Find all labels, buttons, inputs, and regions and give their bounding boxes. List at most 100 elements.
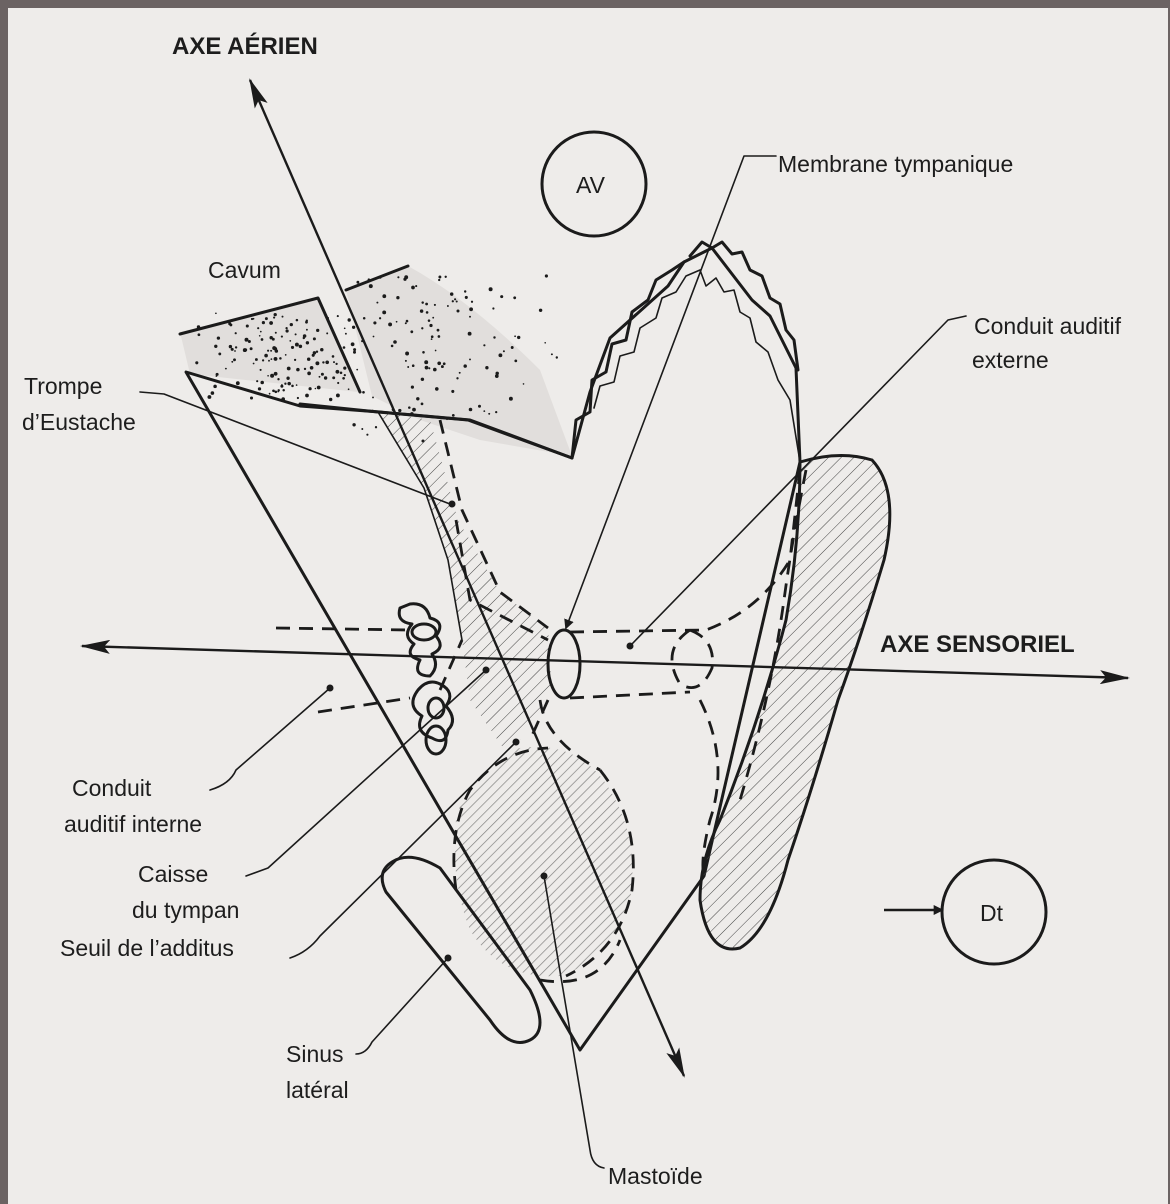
- stipple-dot: [425, 366, 429, 370]
- stipple-dot: [282, 389, 284, 391]
- stipple-dot: [375, 426, 377, 428]
- stipple-dot: [469, 316, 471, 318]
- stipple-dot: [493, 336, 495, 338]
- stipple-dot: [556, 356, 558, 358]
- stipple-dot: [492, 307, 494, 309]
- stipple-dot: [272, 389, 275, 392]
- stipple-dot: [333, 361, 335, 363]
- stipple-dot: [269, 321, 273, 325]
- stipple-dot: [268, 360, 270, 362]
- stipple-dot: [431, 335, 434, 338]
- stipple-dot: [495, 411, 497, 413]
- stipple-dot: [265, 317, 268, 320]
- stipple-dot: [320, 348, 323, 351]
- stipple-dot: [514, 335, 516, 337]
- stipple-dot: [513, 296, 516, 299]
- stipple-dot: [353, 348, 356, 351]
- stipple-dot: [500, 295, 503, 298]
- stipple-dot: [244, 348, 247, 351]
- stipple-dot: [376, 302, 378, 304]
- conduit-interne-label-2: auditif interne: [64, 811, 202, 837]
- stipple-dot: [441, 365, 444, 368]
- stipple-dot: [422, 351, 425, 354]
- stipple-dot: [231, 348, 234, 351]
- stipple-dot: [421, 378, 424, 381]
- stipple-dot: [445, 276, 447, 278]
- stipple-dot: [503, 350, 505, 352]
- caisse-label-1: Caisse: [138, 861, 208, 887]
- stipple-dot: [438, 335, 441, 338]
- stipple-dot: [217, 336, 220, 339]
- stipple-dot: [433, 368, 437, 372]
- stipple-dot: [335, 363, 337, 365]
- stipple-dot: [435, 387, 439, 391]
- stipple-dot: [236, 381, 240, 385]
- stipple-dot: [264, 354, 268, 358]
- stipple-dot: [261, 338, 264, 341]
- stipple-dot: [297, 397, 299, 399]
- stipple-dot: [431, 338, 433, 340]
- seuil-additus-label: Seuil de l’additus: [60, 935, 234, 961]
- membrane-tympanique-label: Membrane tympanique: [778, 151, 1013, 177]
- stipple-dot: [218, 352, 221, 355]
- stipple-dot: [388, 322, 392, 326]
- stipple-dot: [428, 367, 430, 369]
- stipple-dot: [336, 393, 340, 397]
- stipple-dot: [369, 284, 373, 288]
- stipple-dot: [295, 333, 297, 335]
- stipple-dot: [424, 360, 428, 364]
- stipple-dot: [285, 327, 287, 329]
- stipple-dot: [248, 340, 251, 343]
- stipple-dot: [284, 383, 286, 385]
- stipple-dot: [325, 360, 329, 364]
- stipple-dot: [286, 329, 289, 332]
- stipple-dot: [485, 366, 488, 369]
- stipple-dot: [287, 382, 291, 386]
- stipple-dot: [463, 364, 466, 367]
- stipple-dot: [352, 326, 355, 329]
- stipple-dot: [332, 376, 335, 379]
- stipple-dot: [483, 410, 485, 412]
- stipple-dot: [393, 340, 397, 344]
- stipple-dot: [270, 350, 272, 352]
- stipple-dot: [372, 396, 374, 398]
- stipple-dot: [229, 345, 232, 348]
- stipple-dot: [362, 391, 365, 394]
- stipple-dot: [498, 353, 502, 357]
- air-axis-label: AXE AÉRIEN: [172, 32, 318, 60]
- stipple-dot: [316, 350, 318, 352]
- stipple-dot: [465, 296, 468, 299]
- stipple-dot: [344, 374, 346, 376]
- stipple-dot: [450, 292, 453, 295]
- stipple-dot: [270, 374, 274, 378]
- stipple-dot: [404, 275, 408, 279]
- stipple-dot: [321, 373, 324, 376]
- stipple-dot: [231, 361, 233, 363]
- stipple-dot: [405, 322, 407, 324]
- av-label: AV: [576, 172, 606, 198]
- stipple-dot: [195, 361, 198, 364]
- stipple-dot: [262, 321, 265, 324]
- stipple-dot: [299, 345, 302, 348]
- stipple-dot: [250, 396, 253, 399]
- stipple-dot: [270, 358, 272, 360]
- stipple-dot: [255, 358, 258, 361]
- stipple-dot: [307, 372, 311, 376]
- stipple-dot: [478, 405, 481, 408]
- stipple-dot: [287, 367, 291, 371]
- stipple-dot: [434, 304, 436, 306]
- stipple-dot: [305, 394, 309, 398]
- stipple-dot: [456, 377, 458, 379]
- stipple-dot: [345, 333, 347, 335]
- stipple-dot: [514, 360, 517, 363]
- stipple-dot: [319, 376, 321, 378]
- stipple-dot: [269, 393, 271, 395]
- stipple-dot: [483, 344, 485, 346]
- stipple-dot: [517, 336, 520, 339]
- stipple-dot: [411, 386, 414, 389]
- stipple-dot: [304, 368, 306, 370]
- conduit-externe-label-1: Conduit auditif: [974, 313, 1122, 339]
- stipple-dot: [337, 382, 339, 384]
- stipple-dot: [344, 327, 346, 329]
- stipple-dot: [296, 319, 299, 322]
